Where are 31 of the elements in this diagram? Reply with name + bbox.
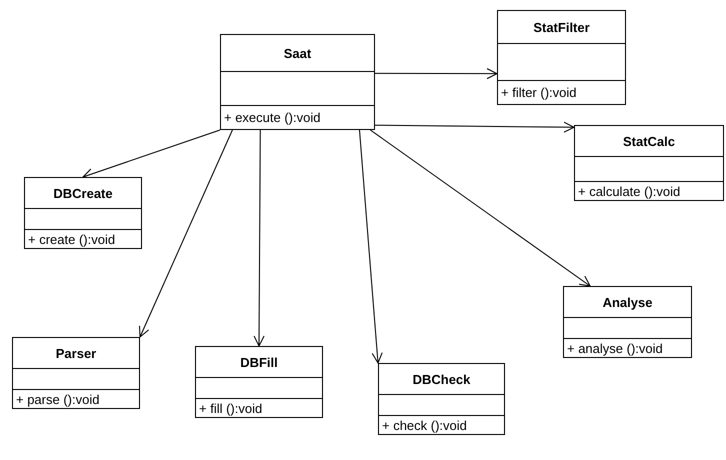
- association-arrow: [82, 130, 220, 179]
- method-text: + calculate ():void: [577, 184, 680, 198]
- class-name: DBFill: [240, 354, 278, 370]
- association-arrow: [370, 130, 591, 286]
- association-arrow: [254, 130, 265, 346]
- method-text: + create ():void: [27, 232, 116, 246]
- class-name: DBCheck: [412, 372, 470, 386]
- method-text: + fill ():void: [198, 400, 262, 416]
- association-arrow: [139, 130, 233, 338]
- class-name: Parser: [56, 346, 96, 360]
- class-box: [220, 34, 375, 130]
- method-text: + analyse ():void: [566, 340, 663, 356]
- class-name: Saat: [284, 46, 312, 60]
- class-box: [195, 346, 323, 418]
- class-name: DBCreate: [53, 186, 113, 200]
- class-box: [378, 363, 505, 435]
- class-box: [497, 10, 626, 105]
- method-text: + filter ():void: [500, 85, 576, 100]
- class-name: StatFilter: [533, 20, 590, 34]
- class-box: [24, 177, 142, 249]
- association-arrow: [359, 130, 383, 364]
- class-box: [563, 286, 692, 358]
- method-text: + execute ():void: [223, 110, 320, 125]
- class-box: [574, 125, 724, 201]
- method-text: + parse ():void: [15, 392, 100, 406]
- association-arrow: [374, 122, 574, 133]
- class-box: [12, 337, 140, 409]
- class-name: StatCalc: [622, 134, 676, 148]
- class-name: Analyse: [602, 294, 652, 310]
- method-text: + check ():void: [381, 418, 467, 432]
- association-arrow: [374, 68, 498, 80]
